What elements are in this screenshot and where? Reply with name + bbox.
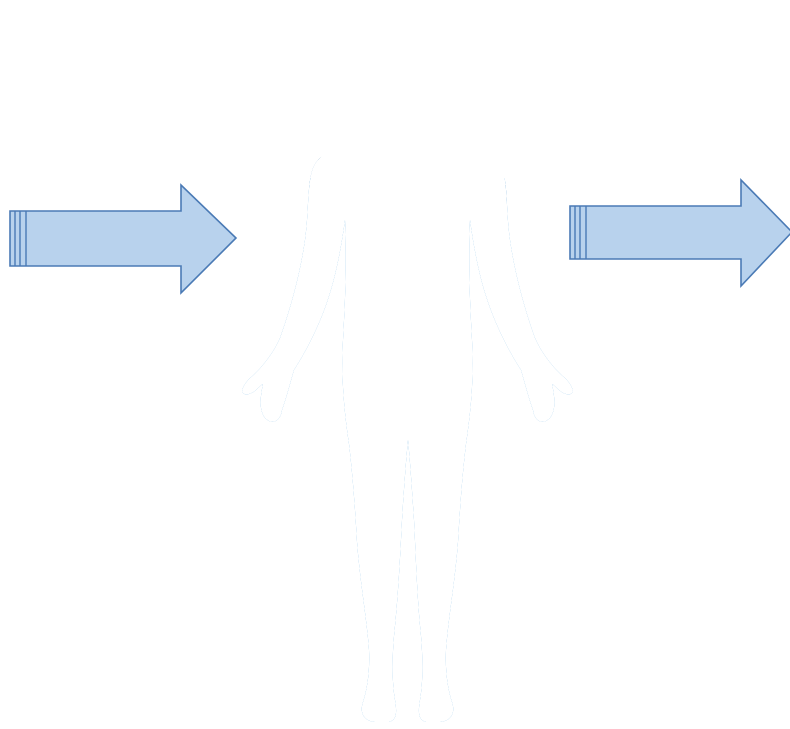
arrow-out-icon: [570, 180, 790, 286]
human-body-silhouette-icon: [200, 10, 620, 729]
arrow-in-icon: [10, 185, 236, 293]
